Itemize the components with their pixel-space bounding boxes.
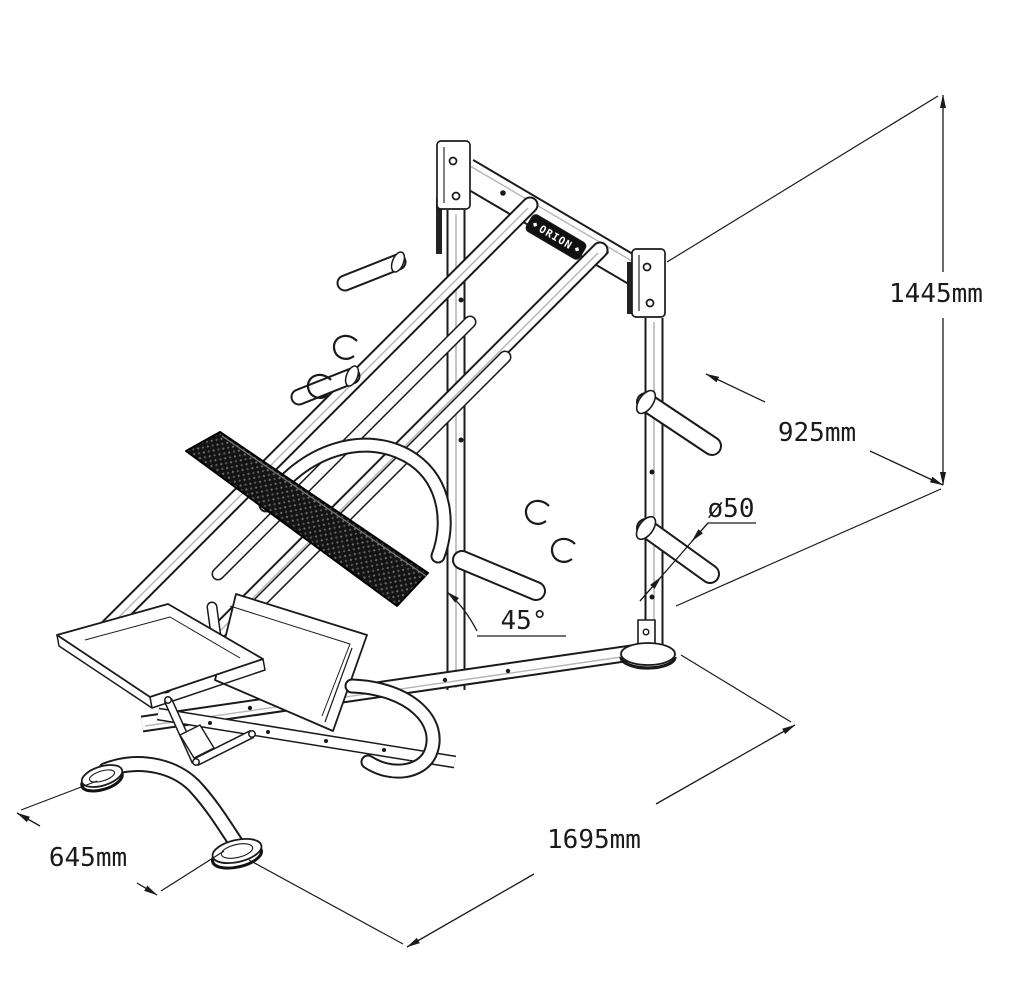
dimension-annotations: 1445mm 925mm ø50 45° 1695mm 645mm: [16, 94, 983, 948]
dimension-label-peg-diameter: ø50: [708, 494, 755, 524]
seat-side-handle: [344, 678, 441, 779]
extension-lines: [20, 95, 942, 945]
weight-horn-pegs: [635, 389, 722, 600]
front-stabilizer-foot: [80, 756, 263, 870]
dimension-label-overall-height: 1445mm: [889, 279, 983, 309]
dimension-base-width: [16, 812, 158, 896]
left-floor-pad: [80, 764, 124, 793]
seat-linkage: [163, 696, 256, 767]
dimension-label-upright-depth: 925mm: [778, 418, 856, 448]
footplate: [185, 431, 429, 607]
dimension-rail-angle: [446, 591, 566, 637]
dimension-label-overall-length: 1695mm: [547, 825, 641, 855]
storage-pegs: [290, 251, 407, 406]
dimension-overall-length: [406, 724, 796, 948]
carriage-handle-loop: [258, 437, 452, 564]
dimension-label-base-width: 645mm: [49, 843, 127, 873]
left-post-cap: [436, 140, 471, 254]
seat-assembly: [56, 593, 441, 779]
top-crossbar: [458, 159, 654, 291]
dimension-peg-diameter: [639, 522, 756, 602]
barbell-catch-cylinder: [452, 550, 546, 601]
rear-frame: ORION: [436, 140, 666, 690]
right-post-cap: [627, 248, 666, 318]
front-floor-pad: [211, 837, 263, 870]
dimension-upright-depth: [705, 373, 944, 486]
seat-pad: [56, 603, 266, 709]
dimension-label-rail-angle: 45°: [501, 606, 548, 636]
machine: ORION: [56, 140, 722, 870]
base-beam: [140, 643, 640, 769]
right-column-foot: [619, 619, 677, 670]
